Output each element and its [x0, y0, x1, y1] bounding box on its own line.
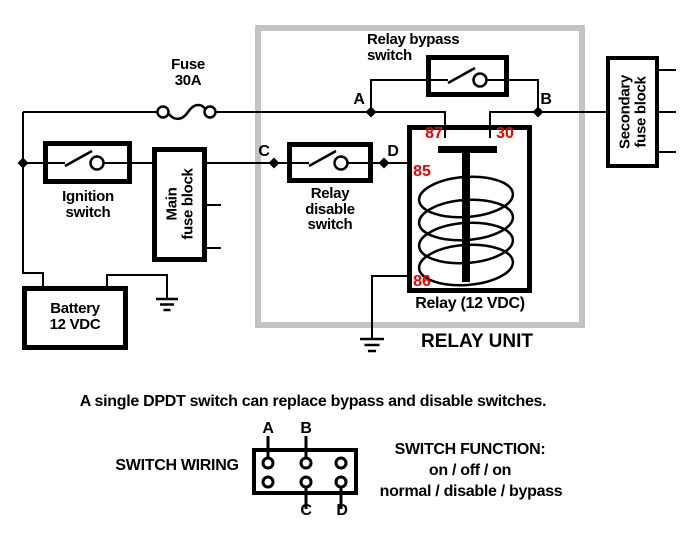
- node-a-label: A: [353, 91, 365, 108]
- relay-disable-switch-label: Relay disable switch: [305, 185, 355, 233]
- switch-function-line1: on / off / on: [428, 462, 512, 479]
- node-c-label: C: [258, 143, 270, 160]
- ignition-switch-label: Ignition switch: [62, 188, 114, 221]
- relay-unit-outline: [255, 25, 585, 328]
- switch-function-line2: normal / disable / bypass: [379, 483, 563, 500]
- main-fuse-block-box: [152, 147, 207, 262]
- dpdt-wires: [266, 436, 343, 509]
- relay-terminal-30: 30: [496, 125, 514, 142]
- main-fuse-block-stubs: [207, 204, 221, 249]
- node-b-label: B: [540, 91, 552, 108]
- bypass-switch-lever: [447, 66, 476, 85]
- relay-terminal-87: 87: [425, 125, 443, 142]
- wire-30-to-secondary: [489, 111, 608, 138]
- node-d-label: D: [387, 143, 399, 160]
- footer-caption: A single DPDT switch can replace bypass …: [79, 393, 547, 410]
- disable-switch-lever: [308, 149, 337, 168]
- fuse-element: [167, 103, 208, 121]
- relay-plunger: [462, 146, 470, 282]
- wire-86-to-ground: [371, 275, 409, 338]
- disable-switch-contact: [333, 155, 349, 171]
- dpdt-terminal-a-label: A: [262, 420, 274, 437]
- fuse-label-line1: Fuse: [171, 56, 205, 73]
- secondary-fuse-block-label: Secondary fuse block: [616, 75, 650, 149]
- ignition-switch-symbol: [64, 149, 105, 171]
- main-fuse-block-label: Main fuse block: [163, 168, 197, 240]
- switch-wiring-label: SWITCH WIRING: [115, 457, 239, 474]
- wire-bypass-left: [370, 79, 448, 112]
- junction-c: [268, 157, 280, 169]
- relay-label: Relay (12 VDC): [415, 295, 525, 312]
- secondary-fuse-block-stubs: [659, 69, 676, 153]
- battery-label: Battery 12 VDC: [49, 300, 101, 333]
- wire-battery-positive: [22, 112, 44, 288]
- wire-fuse-to-87: [215, 111, 446, 138]
- fuse-terminal-left: [156, 105, 170, 119]
- fuse-label-line2: 30A: [174, 71, 202, 89]
- junction-a: [365, 106, 377, 118]
- dpdt-terminal-b-label: B: [300, 420, 312, 437]
- disable-switch-symbol: [308, 149, 349, 171]
- junction-battery-feed: [17, 157, 29, 169]
- dpdt-terminal-c-label: C: [300, 502, 312, 519]
- wire-battery-ground: [106, 274, 168, 298]
- relay-coil-loops: [417, 175, 515, 287]
- fuse-terminal-right: [203, 105, 217, 119]
- junction-d: [378, 157, 390, 169]
- fuse-symbol: [156, 103, 217, 121]
- relay-coil-symbol: [417, 146, 515, 287]
- ignition-switch-contact: [89, 155, 105, 171]
- relay-bypass-switch-box: [426, 55, 509, 97]
- wires: [22, 69, 676, 338]
- battery-box: [22, 286, 128, 350]
- dpdt-terminal-d-label: D: [336, 502, 348, 519]
- bypass-switch-symbol: [447, 66, 488, 88]
- relay-terminal-85: 85: [413, 163, 431, 180]
- fuse-label: Fuse 30A: [171, 57, 205, 88]
- ground-symbol-relay: [360, 337, 384, 353]
- junction-b: [532, 106, 544, 118]
- bypass-switch-contact: [472, 72, 488, 88]
- relay-terminal-86: 86: [413, 273, 431, 290]
- relay-bypass-switch-label: Relay bypass switch: [367, 31, 460, 64]
- ground-symbol-battery: [156, 297, 178, 312]
- relay-unit-label: RELAY UNIT: [421, 331, 533, 352]
- wire-bypass-right: [486, 79, 539, 112]
- ignition-switch-lever: [64, 149, 93, 168]
- dpdt-terminals: [261, 436, 348, 509]
- junction-dots: [17, 106, 544, 169]
- switch-function-title: SWITCH FUNCTION:: [394, 441, 546, 458]
